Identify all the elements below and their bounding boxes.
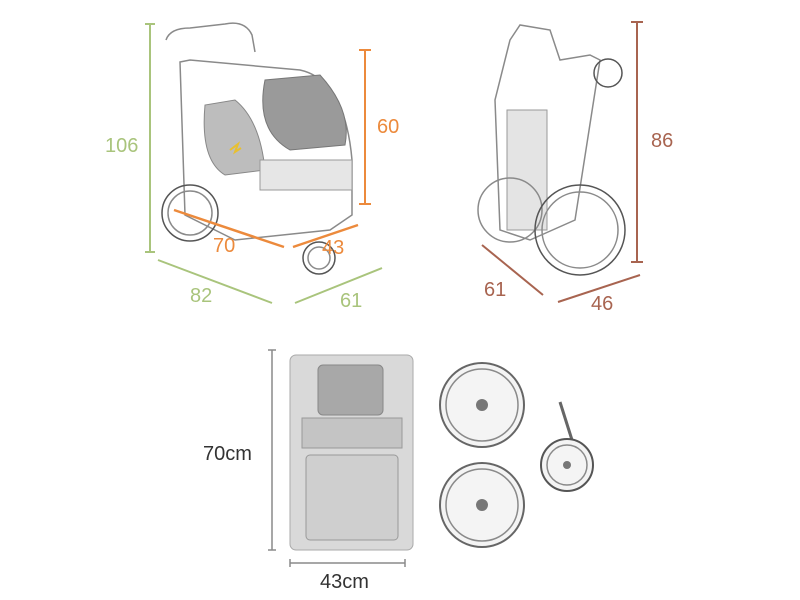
folded-dimension-lines xyxy=(481,21,643,303)
total-width-label: 61 xyxy=(340,290,362,312)
cabin-drawing xyxy=(289,354,414,551)
total-height-label: 106 xyxy=(105,135,138,157)
rear-wheel-bottom xyxy=(439,462,525,548)
front-wheel xyxy=(540,401,594,492)
rear-wheel-top xyxy=(439,362,525,448)
folded-height-label: 86 xyxy=(651,130,673,152)
folded-width-label: 46 xyxy=(591,293,613,315)
folded-stroller-drawing xyxy=(477,24,626,276)
total-length-label: 82 xyxy=(190,285,212,307)
stroller-drawing xyxy=(161,22,353,275)
cabin-length-label: 70 xyxy=(213,235,235,257)
cabin-dimension-lines xyxy=(268,349,406,567)
stroller-dimension-lines xyxy=(145,23,383,304)
folded-depth-label: 61 xyxy=(484,279,506,301)
cabin-width-label: 43 xyxy=(322,237,344,259)
cabin-width-label: 43cm xyxy=(320,571,369,593)
cabin-height-label: 60 xyxy=(377,116,399,138)
cabin-height-label: 70cm xyxy=(203,443,252,465)
